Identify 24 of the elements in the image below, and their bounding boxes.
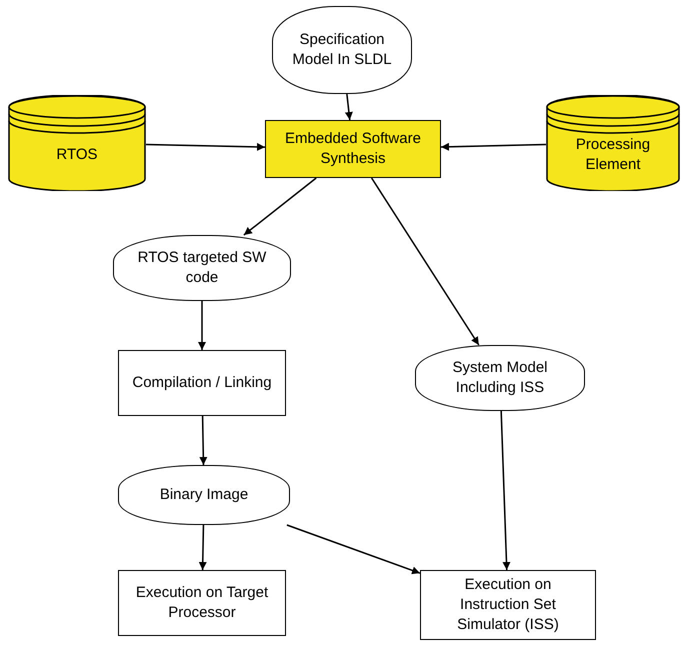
arrow: [243, 177, 317, 236]
process-box: [118, 570, 286, 636]
node-label: Embedded Software Synthesis: [284, 128, 422, 169]
arrow: [344, 94, 353, 120]
process-box: [265, 120, 441, 178]
node-label: Processing Element: [574, 134, 652, 175]
node-label: Execution on Target Processor: [134, 582, 270, 623]
node-label: Binary Image: [160, 484, 248, 505]
arrow: [370, 178, 480, 346]
process-box: [420, 570, 596, 640]
process-box: [118, 350, 286, 416]
arrow: [146, 142, 266, 151]
node-label: Execution on Instruction Set Simulator (ISS): [456, 574, 560, 636]
arrow: [500, 410, 510, 570]
arrow: [198, 524, 207, 570]
arrow: [440, 142, 546, 151]
node-label: RTOS: [56, 144, 98, 165]
arrow: [199, 416, 208, 466]
arrow: [286, 524, 420, 574]
node-label: Compilation / Linking: [132, 372, 272, 393]
node-label: RTOS targeted SW code: [136, 248, 268, 288]
node-label: System Model Including ISS: [451, 358, 549, 398]
node-label: Specification Model In SLDL: [291, 30, 393, 70]
arrow: [198, 301, 206, 350]
